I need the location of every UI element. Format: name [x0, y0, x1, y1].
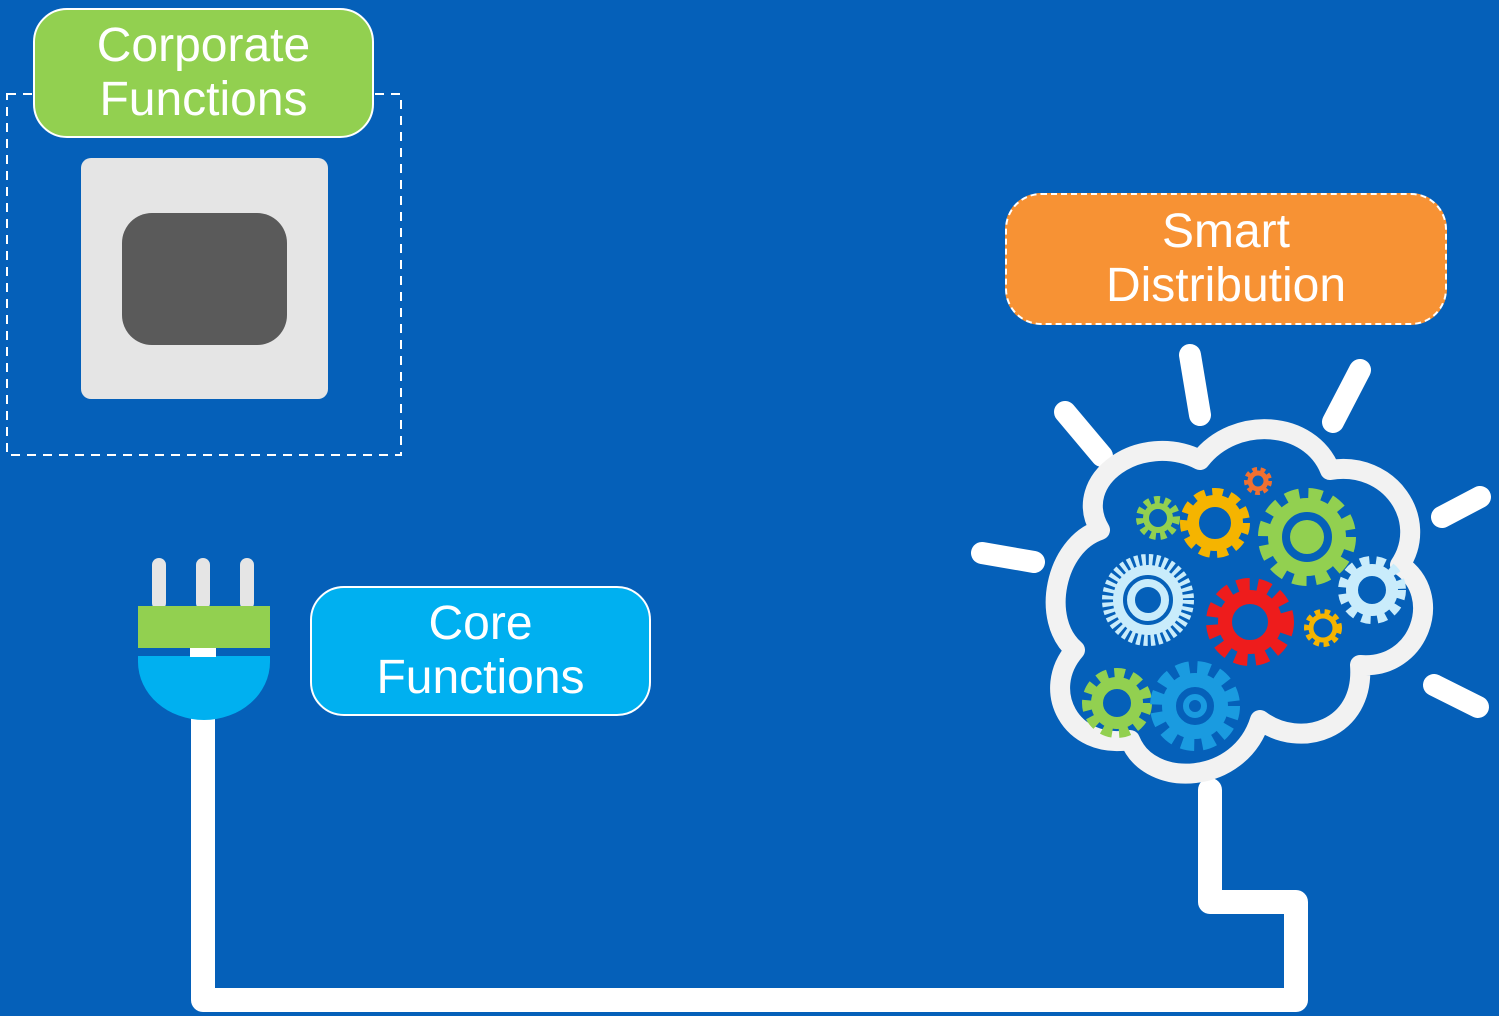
gear-icon-blue-bottom — [1150, 661, 1240, 751]
gear-icon-yellow — [1180, 488, 1250, 558]
corporate-functions-line1: Corporate — [96, 19, 311, 72]
power-outlet-icon — [81, 158, 328, 399]
corporate-functions-label: Corporate Functions — [33, 8, 374, 138]
gear-icon-small-orange — [1244, 467, 1272, 495]
smart-distribution-label: Smart Distribution — [1005, 193, 1447, 325]
core-functions-label: Core Functions — [310, 586, 651, 716]
power-plug-icon — [138, 558, 270, 720]
core-functions-line1: Core — [428, 597, 533, 650]
gear-icon-red — [1206, 578, 1294, 666]
smart-distribution-line2: Distribution — [1105, 259, 1347, 312]
gear-icon-green-bottom — [1082, 668, 1152, 738]
gear-icon-large-green — [1258, 488, 1356, 586]
cable-line — [191, 628, 1308, 1012]
core-functions-line2: Functions — [376, 651, 585, 704]
gear-icon-small-yellow — [1304, 609, 1342, 647]
corporate-functions-line2: Functions — [99, 73, 308, 126]
smart-distribution-line1: Smart — [1161, 205, 1290, 258]
gear-icon-pale-blue — [1338, 556, 1406, 624]
gear-icon-light-blue — [1102, 554, 1194, 646]
gear-icon-small-green — [1136, 496, 1180, 540]
brain-gears-icon — [971, 344, 1491, 784]
